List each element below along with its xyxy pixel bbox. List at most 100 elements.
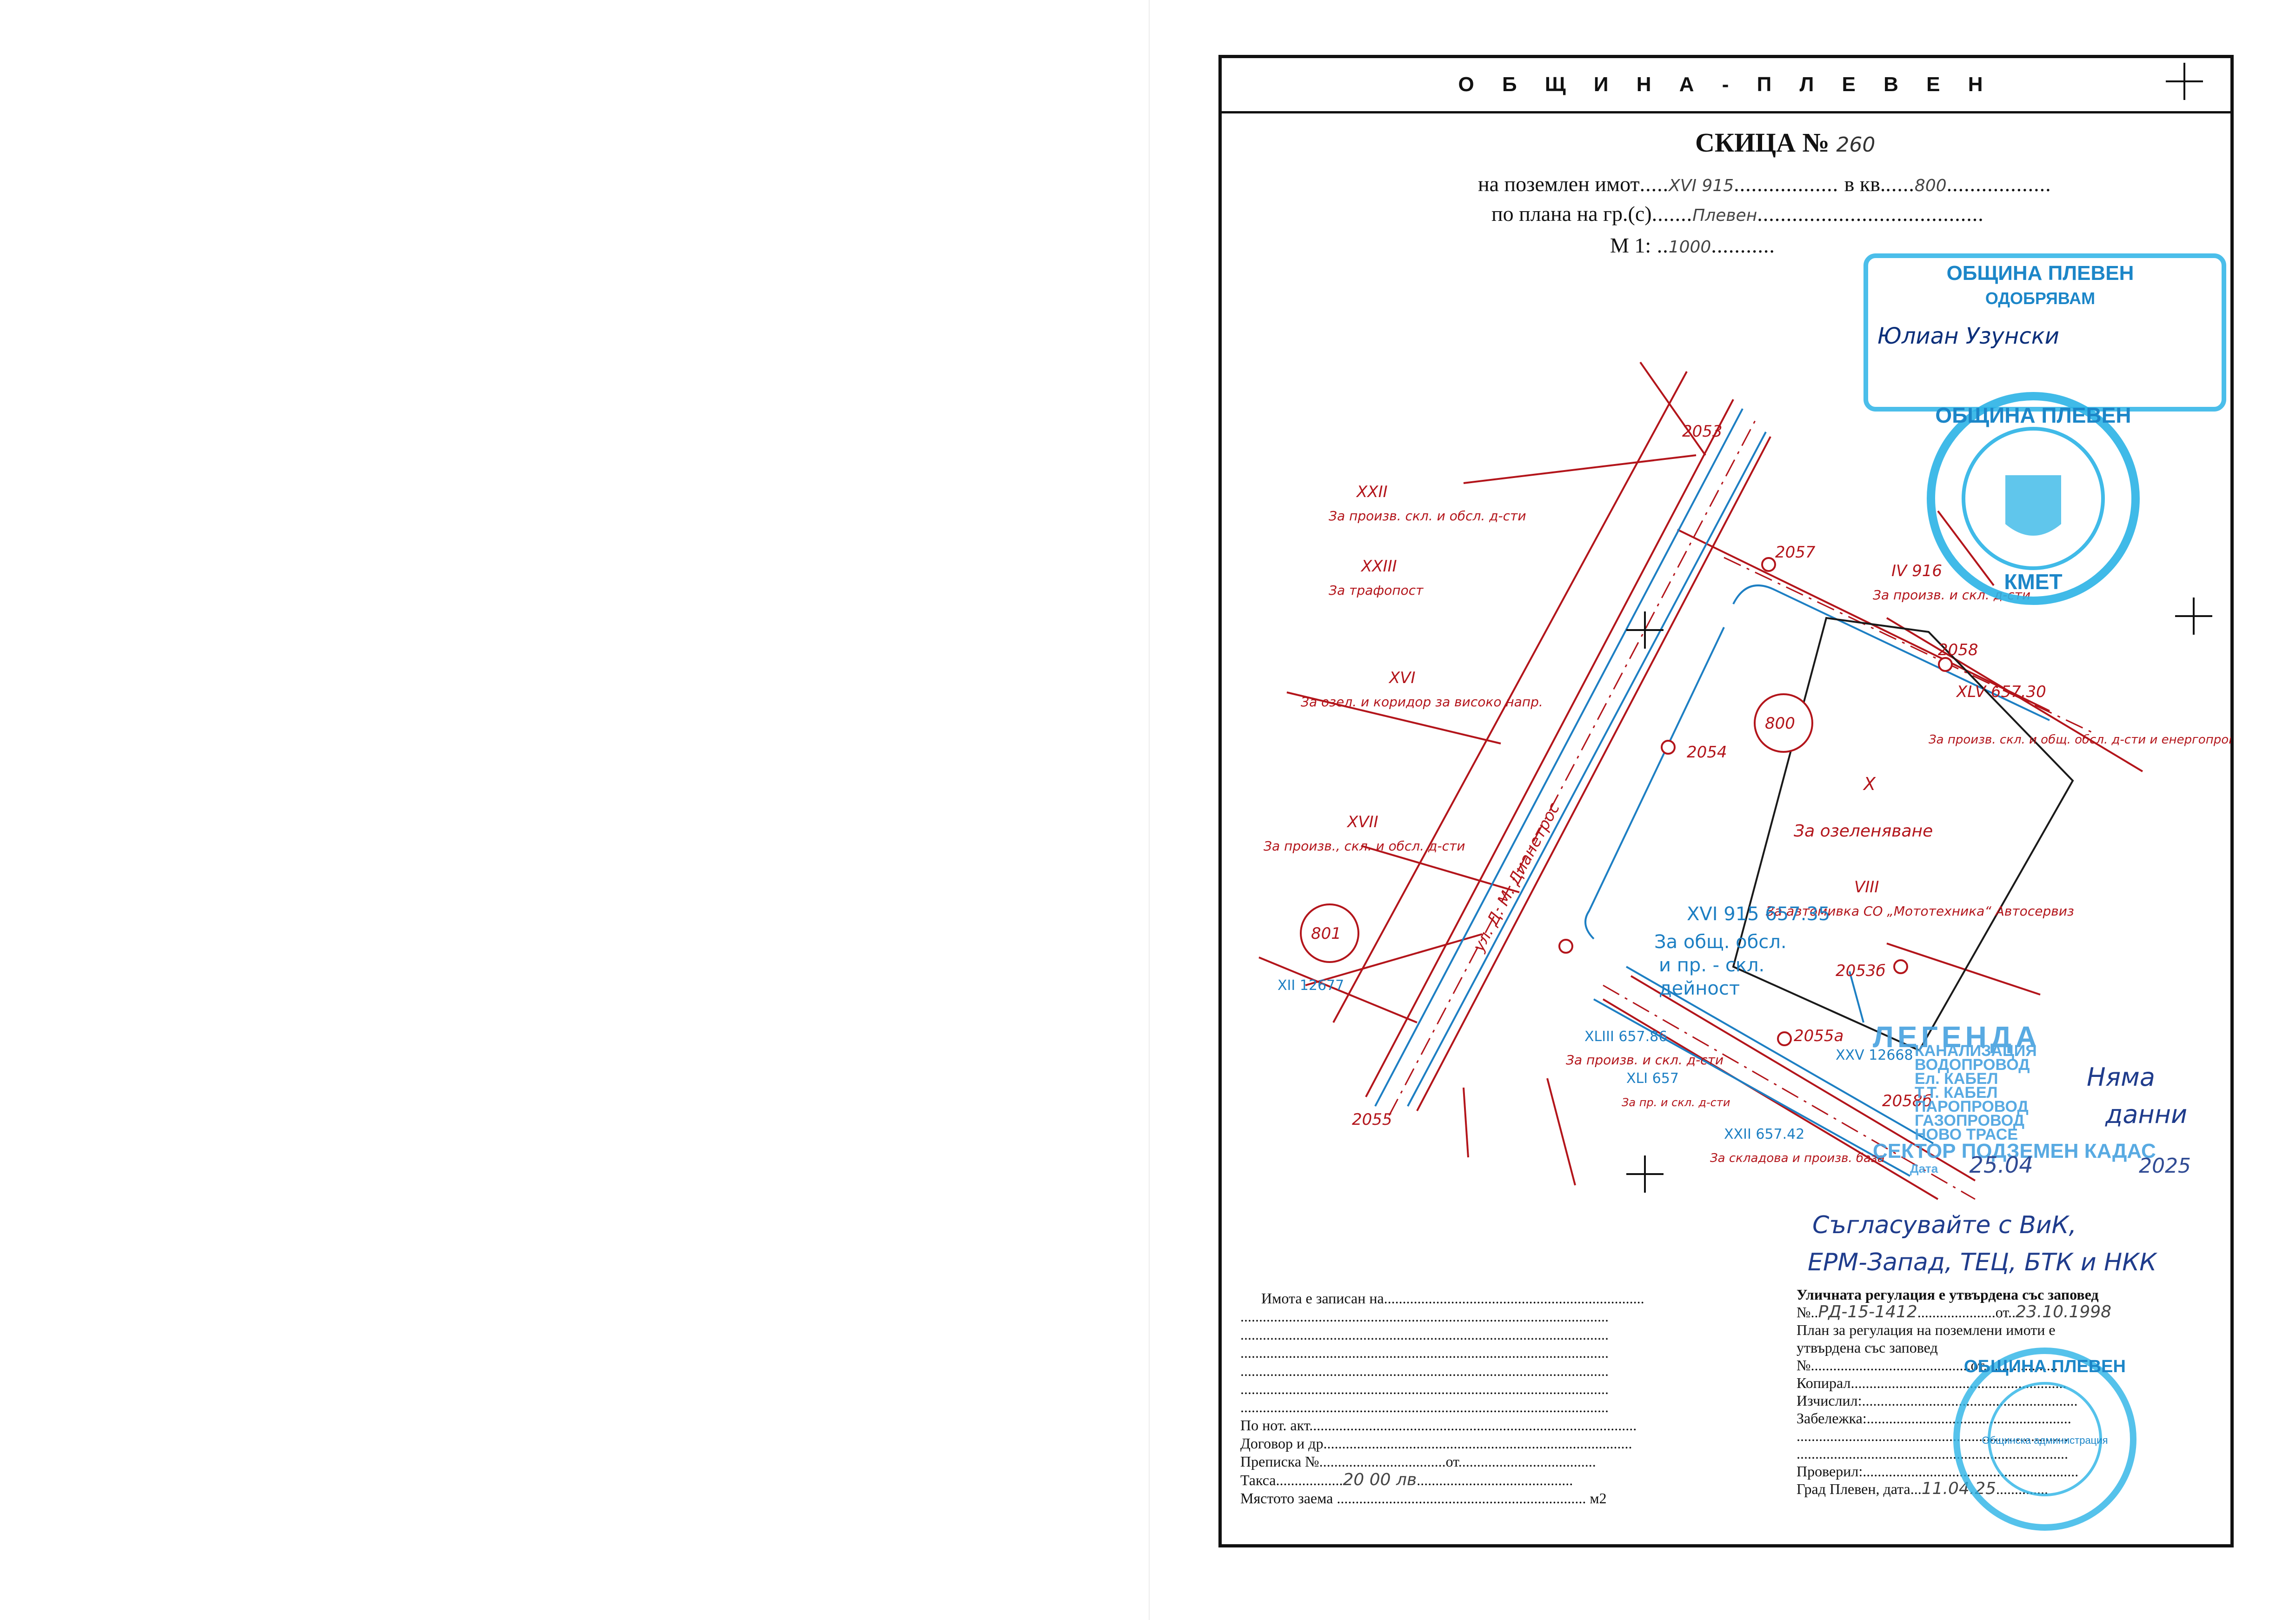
admin-stamp: ОБЩИНА ПЛЕВЕН Общинска администрация bbox=[1953, 1348, 2136, 1531]
footer-right-block: Уличната регулация е утвърдена със запов… bbox=[1797, 1286, 2112, 1498]
remark-label: Забележка: bbox=[1797, 1410, 1867, 1427]
block-801-label: 801 bbox=[1311, 924, 1341, 943]
fee-value: 20 00 лв bbox=[1343, 1470, 1417, 1489]
street-label: ул. Д. М. Дианетрос bbox=[1469, 800, 1564, 955]
pt-2053: 2053 bbox=[1682, 422, 1723, 441]
registration-cross bbox=[2166, 63, 2203, 100]
block-label: в кв. bbox=[1844, 172, 1886, 196]
legend-item: НОВО ТРАСЕ bbox=[1915, 1126, 2018, 1143]
pt-2058: 2058 bbox=[1938, 641, 1978, 659]
handwritten-note-line1: Съгласувайте с ВиК, bbox=[1812, 1211, 2076, 1239]
municipality-header: О Б Щ И Н А - П Л Е В Е Н bbox=[1222, 58, 2230, 113]
admin-stamp-ring: ОБЩИНА ПЛЕВЕН bbox=[1964, 1357, 2126, 1376]
city-date-label: Град Плевен, дата bbox=[1797, 1481, 1910, 1497]
plot-xvi-left-use: За озел. и коридор за високо напр. bbox=[1301, 694, 1543, 710]
plan-reg-line1: План за регулация на поземлени имоти е bbox=[1797, 1321, 2056, 1338]
approval-stamp-signature: Юлиан Узунски bbox=[1877, 323, 2059, 349]
plot-x-num: X bbox=[1863, 774, 1876, 794]
street-from-label: от bbox=[1995, 1304, 2008, 1321]
plan-value: Плевен bbox=[1692, 206, 1757, 225]
legend-item: ГАЗОПРОВОД bbox=[1915, 1112, 2025, 1129]
pt-2055: 2055 bbox=[1352, 1110, 1392, 1129]
plot-xxii2-num: XXII 657.42 bbox=[1724, 1126, 1804, 1142]
copied-label: Копирал bbox=[1797, 1374, 1851, 1391]
plot-xvii-use: За произв., скл. и обсл. д-сти bbox=[1264, 838, 1465, 854]
approval-stamp-line1: ОБЩИНА ПЛЕВЕН bbox=[1946, 262, 2134, 285]
side-note-2: данни bbox=[2105, 1100, 2188, 1129]
scale-label: М 1: bbox=[1610, 233, 1651, 257]
plot-xliii-use: За произв. и скл. д-сти bbox=[1566, 1052, 1724, 1068]
transcript-from-label: от bbox=[1445, 1453, 1458, 1470]
owner-label: Имота е записан на bbox=[1261, 1290, 1384, 1307]
scale-line: М 1: ..1000........... bbox=[1610, 233, 1775, 257]
plot-xliii-num: XLIII 657.86 bbox=[1584, 1029, 1667, 1045]
legend-item: Ел. КАБЕЛ bbox=[1915, 1070, 1998, 1088]
plan-reg-line2: утвърдена със заповед bbox=[1797, 1339, 1938, 1356]
property-line: на поземлен имот.....XVI 915............… bbox=[1478, 172, 2051, 196]
page-fold-gutter bbox=[1149, 0, 1150, 1620]
area-unit: м2 bbox=[1590, 1490, 1607, 1507]
street-no-value: РД-15-1412 bbox=[1818, 1302, 1917, 1321]
block-value: 800 bbox=[1914, 176, 1947, 195]
plot-xxiii-use: За трафопост bbox=[1329, 583, 1424, 598]
side-note-1: Няма bbox=[2087, 1062, 2155, 1092]
admin-stamp-center: Общинска администрация bbox=[1982, 1434, 2108, 1446]
sketch-number: 260 bbox=[1836, 133, 1876, 157]
plot-xxii-use: За произв. скл. и обсл. д-сти bbox=[1329, 508, 1526, 524]
registration-cross bbox=[1626, 611, 1664, 649]
footer-left-block: Имота е записан на......................… bbox=[1240, 1290, 1644, 1507]
pt-2055a: 2055а bbox=[1794, 1027, 1843, 1045]
legend-item: Т.Т. КАБЕЛ bbox=[1915, 1084, 1998, 1102]
legend-date-year: 2025 bbox=[2139, 1154, 2191, 1178]
plot-xxv-num: XXV 12668 bbox=[1836, 1047, 1913, 1063]
legend-date-label: Дата bbox=[1910, 1162, 1938, 1175]
legend-item: ПАРОПРОВОД bbox=[1915, 1098, 2029, 1115]
plot-xlv-use: За произв. скл. и общ. обсл. д-сти и ене… bbox=[1929, 733, 2231, 747]
approval-stamp: ОБЩИНА ПЛЕВЕН ОДОБРЯВАМ Юлиан Узунски bbox=[1863, 253, 2236, 421]
plot-xii-num: XII 12677 bbox=[1278, 977, 1344, 994]
pt-2058b: 2058б bbox=[1882, 1092, 1932, 1110]
plot-xli-num: XLI 657 bbox=[1626, 1070, 1679, 1087]
plot-xvi-use-2: и пр. - скл. bbox=[1659, 955, 1764, 976]
legend-date-day: 25.04 bbox=[1969, 1152, 2033, 1178]
legend-item: ВОДОПРОВОД bbox=[1915, 1056, 2030, 1074]
approval-stamp-line2: ОДОБРЯВАМ bbox=[1985, 289, 2096, 308]
pt-2057: 2057 bbox=[1775, 543, 1816, 562]
pt-2054: 2054 bbox=[1687, 743, 1727, 762]
sketch-title: СКИЦА № 260 bbox=[1695, 127, 1875, 158]
scale-value: 1000 bbox=[1668, 238, 1711, 257]
property-label: на поземлен имот bbox=[1478, 172, 1640, 196]
plot-xvi-left-num: XVI bbox=[1388, 669, 1416, 687]
plan-no-label: № bbox=[1797, 1357, 1811, 1374]
sketch-title-label: СКИЦА № bbox=[1695, 127, 1830, 158]
legend-item: КАНАЛИЗАЦИЯ bbox=[1915, 1042, 2037, 1060]
plot-xvi-use-3: дейност bbox=[1659, 978, 1740, 999]
notary-label: По нот. акт. bbox=[1240, 1417, 1313, 1434]
plan-from-label: от bbox=[1970, 1357, 1983, 1374]
plot-xxii2-use: За складова и произв. база bbox=[1710, 1151, 1885, 1165]
plot-xlv-num: XLV 657.30 bbox=[1956, 683, 2046, 701]
registration-cross bbox=[1626, 1155, 1664, 1193]
handwritten-note-line2: ЕРМ-Запад, ТЕЦ, БТК и НКК bbox=[1808, 1248, 2157, 1276]
plot-xli-use: За пр. и скл. д-сти bbox=[1622, 1096, 1730, 1109]
plot-iv-num: IV 916 bbox=[1891, 562, 1942, 580]
plan-label: по плана на гр.(с) bbox=[1491, 202, 1652, 226]
transcript-label: Преписка № bbox=[1240, 1453, 1319, 1470]
plot-xvi-num: XVI 915 657.35 bbox=[1687, 903, 1830, 925]
seal-top: ОБЩИНА ПЛЕВЕН bbox=[1935, 403, 2131, 427]
street-no-label: № bbox=[1797, 1304, 1811, 1321]
plot-viii-num: VIII bbox=[1854, 878, 1879, 896]
plot-xxiii-num: XXIII bbox=[1360, 557, 1397, 576]
sketch-form-frame: О Б Щ И Н А - П Л Е В Е Н СКИЦА № 260 на… bbox=[1218, 55, 2234, 1547]
street-reg-label: Уличната регулация е утвърдена със запов… bbox=[1797, 1286, 2099, 1303]
registration-cross bbox=[2175, 598, 2212, 635]
fee-label: Такса bbox=[1240, 1472, 1276, 1488]
street-from-value: 23.10.1998 bbox=[2015, 1302, 2112, 1321]
legend-sector: СЕКТОР ПОДЗЕМЕН КАДАС bbox=[1873, 1140, 2156, 1162]
plot-xxii-num: XXII bbox=[1356, 483, 1388, 501]
checked-label: Проверил: bbox=[1797, 1463, 1863, 1480]
plot-xvi-use-1: За общ. обсл. bbox=[1654, 931, 1787, 953]
block-800-label: 800 bbox=[1765, 714, 1795, 733]
contract-label: Договор и др. bbox=[1240, 1435, 1327, 1452]
city-date-value: 11.04.25 bbox=[1921, 1479, 1997, 1498]
